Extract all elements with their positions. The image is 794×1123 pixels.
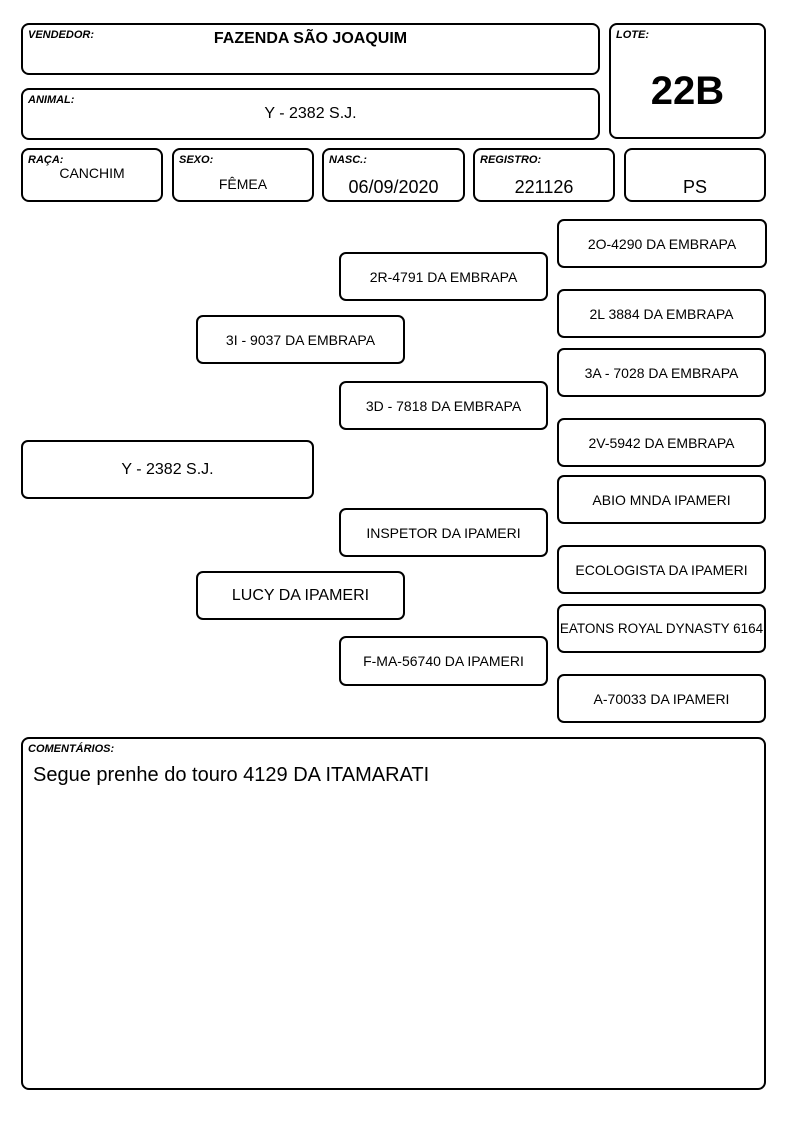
registro-label: REGISTRO: — [480, 154, 542, 166]
registro-box: REGISTRO: 221126 — [473, 148, 615, 202]
pedigree-ggp-6: ECOLOGISTA DA IPAMERI — [557, 545, 766, 594]
registro-value: 221126 — [514, 177, 574, 197]
comentarios-label: COMENTÁRIOS: — [28, 743, 115, 755]
pedigree-ggp-1: 2O-4290 DA EMBRAPA — [557, 219, 767, 268]
lote-box: LOTE: 22B — [609, 23, 766, 139]
nasc-label: NASC.: — [329, 154, 367, 166]
sexo-box: SEXO: FÊMEA — [172, 148, 314, 202]
raca-value: CANCHIM — [59, 165, 125, 181]
comentarios-text: Segue prenhe do touro 4129 DA ITAMARATI — [33, 764, 430, 786]
categoria-box: PS — [624, 148, 766, 202]
pedigree-dam-dam: F-MA-56740 DA IPAMERI — [339, 636, 548, 686]
raca-label: RAÇA: — [28, 154, 64, 166]
vendedor-label: VENDEDOR: — [28, 29, 95, 41]
pedigree-ggp-2: 2L 3884 DA EMBRAPA — [557, 289, 766, 338]
animal-box: ANIMAL: Y - 2382 S.J. — [21, 88, 600, 140]
lote-value: 22B — [650, 69, 725, 113]
pedigree-ggp-3: 3A - 7028 DA EMBRAPA — [557, 348, 766, 397]
categoria-value: PS — [682, 177, 707, 197]
pedigree-ggp-7: EATONS ROYAL DYNASTY 6164 — [557, 604, 766, 653]
pedigree-dam: LUCY DA IPAMERI — [196, 571, 405, 620]
lote-label: LOTE: — [616, 29, 649, 41]
animal-value: Y - 2382 S.J. — [264, 105, 357, 122]
comentarios-box: COMENTÁRIOS: Segue prenhe do touro 4129 … — [21, 737, 766, 1090]
sexo-value: FÊMEA — [218, 176, 268, 192]
vendedor-value: FAZENDA SÃO JOAQUIM — [213, 30, 408, 47]
pedigree-dam-sire: INSPETOR DA IPAMERI — [339, 508, 548, 557]
pedigree-ggp-4: 2V-5942 DA EMBRAPA — [557, 418, 766, 467]
animal-label: ANIMAL: — [28, 94, 75, 106]
raca-box: RAÇA: CANCHIM — [21, 148, 163, 202]
pedigree-sire-dam: 3D - 7818 DA EMBRAPA — [339, 381, 548, 430]
sexo-label: SEXO: — [179, 154, 214, 166]
pedigree-ggp-8: A-70033 DA IPAMERI — [557, 674, 766, 723]
pedigree-ggp-5: ABIO MNDA IPAMERI — [557, 475, 766, 524]
vendedor-box: VENDEDOR: FAZENDA SÃO JOAQUIM — [21, 23, 600, 75]
pedigree-sire-sire: 2R-4791 DA EMBRAPA — [339, 252, 548, 301]
nasc-value: 06/09/2020 — [348, 177, 439, 197]
nasc-box: NASC.: 06/09/2020 — [322, 148, 465, 202]
pedigree-sire: 3I - 9037 DA EMBRAPA — [196, 315, 405, 364]
pedigree-animal: Y - 2382 S.J. — [21, 440, 314, 499]
